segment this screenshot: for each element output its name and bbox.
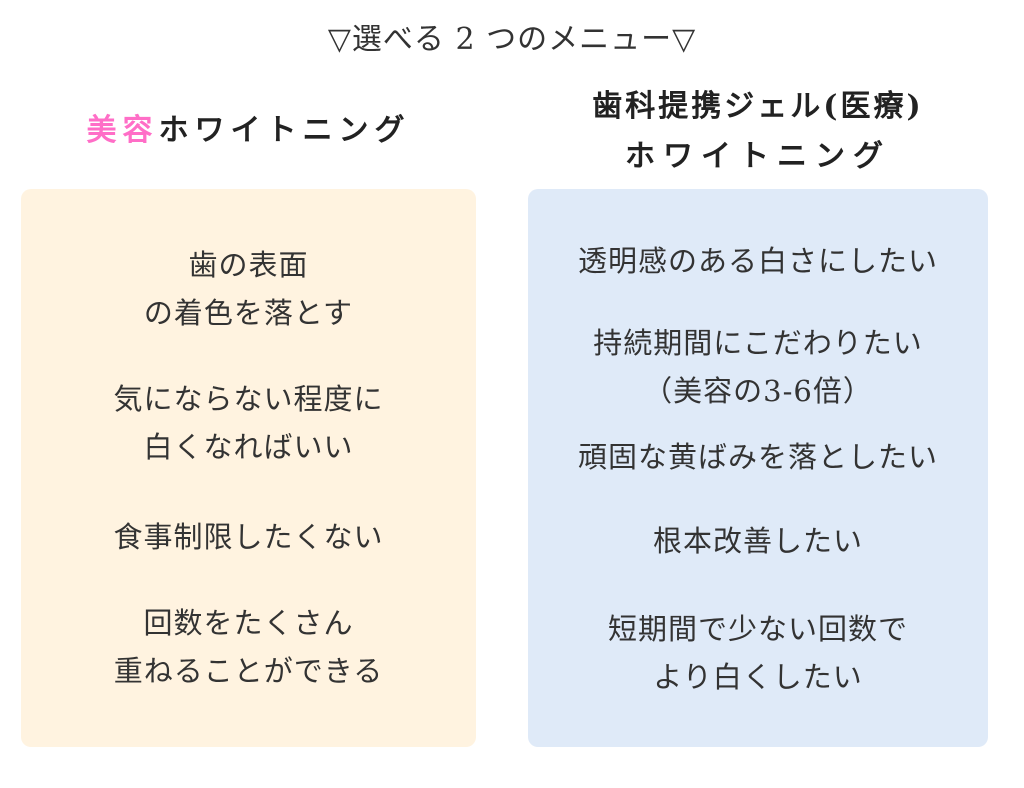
item-line: （美容の3-6倍）	[643, 374, 873, 408]
page-title: ▽選べる 2 つのメニュー▽	[327, 22, 697, 57]
list-item: 頑固な黄ばみを落としたい	[528, 433, 988, 481]
list-item: 食事制限したくない	[21, 513, 476, 561]
dental-gel-whitening-heading: 歯科提携ジェル(医療) ホワイトニング	[528, 82, 988, 182]
item-line: 白くなればいい	[143, 430, 354, 464]
beauty-whitening-heading: 美容ホワイトニング	[21, 108, 476, 154]
list-item: 根本改善したい	[528, 517, 988, 565]
list-item: 気にならない程度に 白くなればいい	[21, 375, 476, 471]
heading-line2: ホワイトニング	[625, 139, 891, 174]
item-line: 重ねることができる	[113, 654, 384, 688]
beauty-whitening-panel: 歯の表面 の着色を落とす 気にならない程度に 白くなればいい 食事制限したくない…	[21, 189, 476, 747]
item-line: 回数をたくさん	[143, 606, 354, 640]
item-line: 持続期間にこだわりたい	[593, 326, 923, 360]
list-item: 透明感のある白さにしたい	[528, 237, 988, 285]
heading-line1: 歯科提携ジェル(医療)	[592, 89, 924, 124]
heading-rest: ホワイトニング	[158, 113, 411, 148]
item-line: 透明感のある白さにしたい	[577, 244, 938, 278]
item-line: 食事制限したくない	[113, 520, 384, 554]
item-line: 根本改善したい	[652, 524, 863, 558]
item-line: 頑固な黄ばみを落としたい	[577, 440, 938, 474]
item-line: 歯の表面	[188, 248, 309, 282]
item-line: 短期間で少ない回数で	[607, 612, 908, 646]
item-line: 気にならない程度に	[113, 382, 384, 416]
item-line: より白くしたい	[653, 660, 863, 694]
list-item: 歯の表面 の着色を落とす	[21, 241, 476, 337]
item-line: の着色を落とす	[143, 296, 354, 330]
heading-accent: 美容	[86, 113, 159, 148]
list-item: 短期間で少ない回数で より白くしたい	[528, 605, 988, 701]
dental-gel-whitening-panel: 透明感のある白さにしたい 持続期間にこだわりたい （美容の3-6倍） 頑固な黄ば…	[528, 189, 988, 747]
list-item: 回数をたくさん 重ねることができる	[21, 599, 476, 695]
list-item: 持続期間にこだわりたい （美容の3-6倍）	[528, 319, 988, 415]
